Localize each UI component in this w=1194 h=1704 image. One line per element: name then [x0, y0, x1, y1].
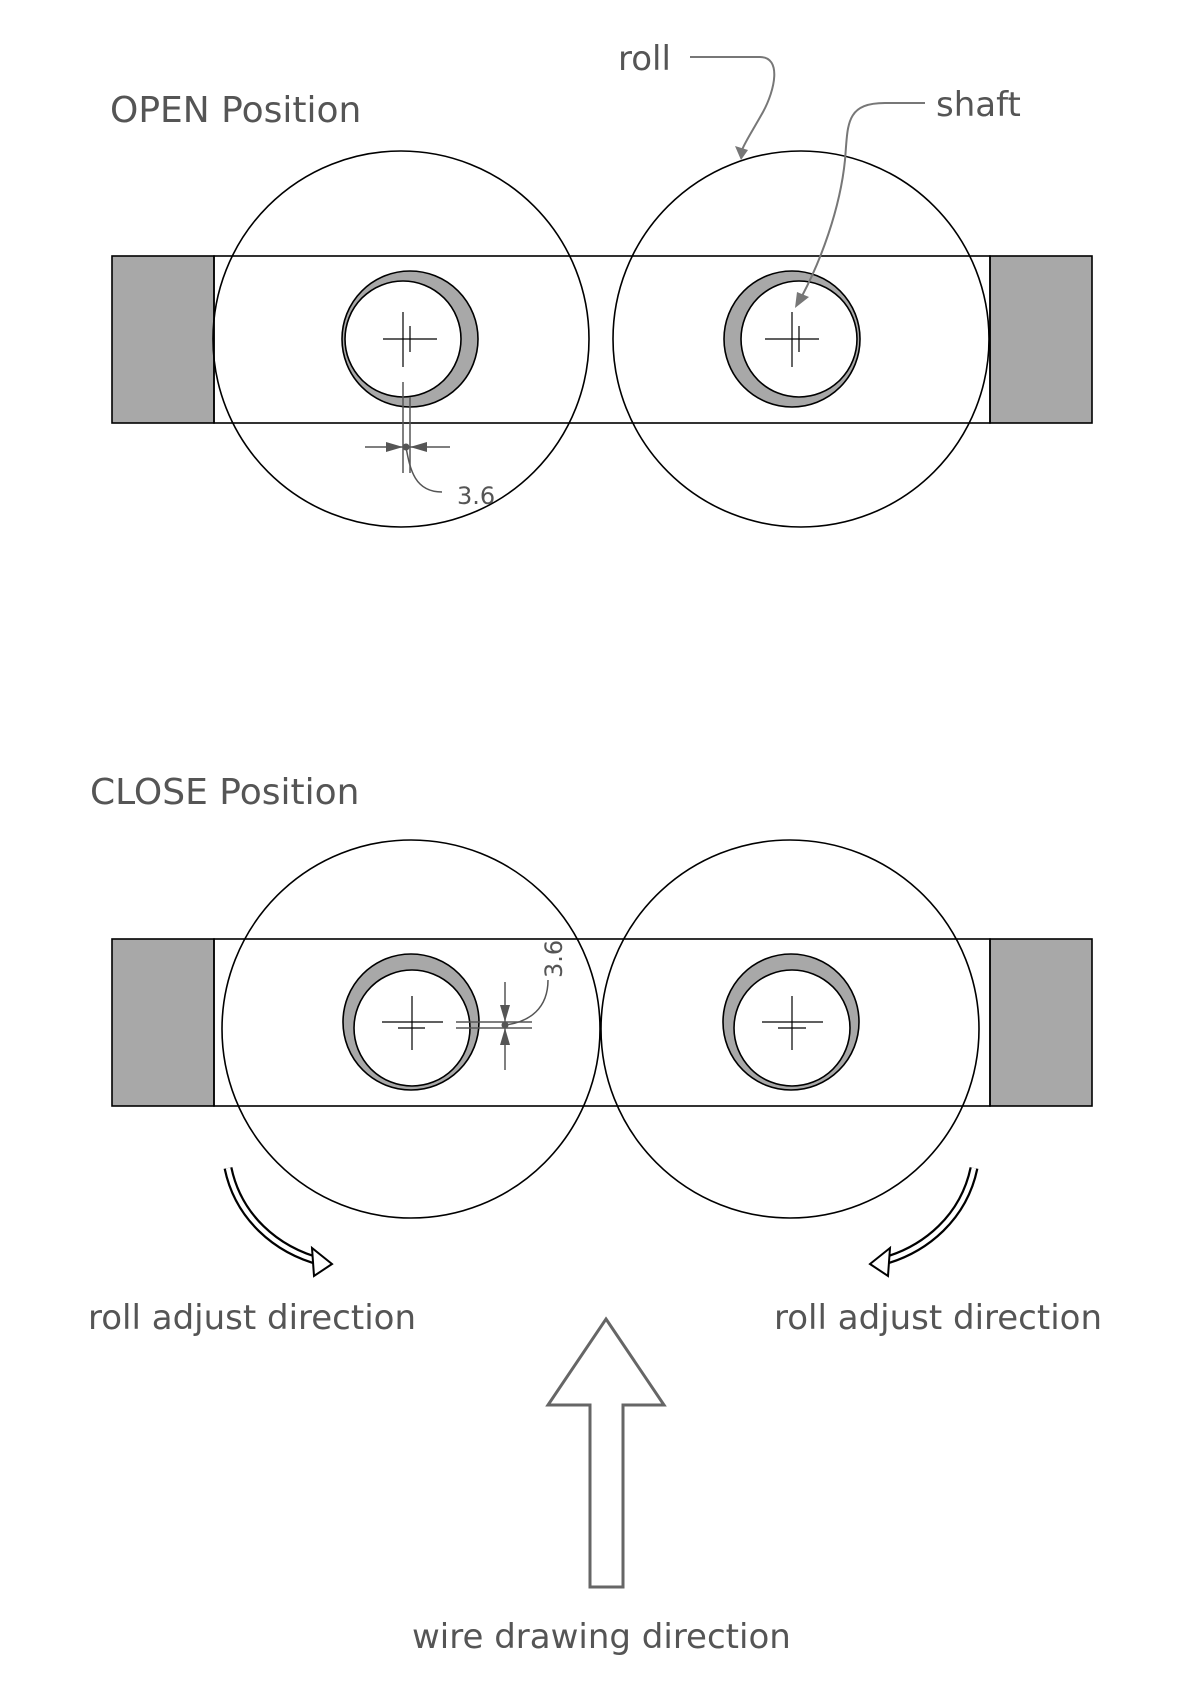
left-roll-close	[221, 839, 601, 1219]
right-housing-block-close	[989, 938, 1093, 1107]
close-position-group: CLOSE Position 3.6	[88, 772, 1102, 1657]
left-adjust-arrow-icon	[223, 1167, 334, 1278]
left-roll	[212, 150, 590, 528]
roll-frame	[213, 255, 991, 424]
close-offset-label: 3.6	[540, 940, 568, 978]
open-offset-dimension: 3.6	[365, 382, 495, 510]
roll-callout-label: roll	[618, 39, 671, 79]
shaft-callout: shaft	[795, 85, 1021, 308]
open-position-title: OPEN Position	[110, 90, 361, 131]
right-roll-close	[600, 839, 980, 1219]
left-roll-adjust-label: roll adjust direction	[88, 1298, 416, 1338]
right-adjust-arrow-icon	[868, 1167, 979, 1278]
roll-callout: roll	[618, 39, 776, 160]
wire-drawing-arrow-icon	[545, 1316, 667, 1589]
right-housing-block	[989, 255, 1093, 424]
close-position-title: CLOSE Position	[90, 772, 359, 813]
right-roll	[612, 150, 990, 528]
left-housing-block-close	[111, 938, 215, 1107]
left-housing-block	[111, 255, 215, 424]
shaft-callout-label: shaft	[936, 85, 1021, 125]
open-offset-label: 3.6	[457, 482, 495, 510]
wire-drawing-direction-label: wire drawing direction	[412, 1617, 791, 1657]
roll-frame-close	[213, 938, 991, 1107]
right-roll-adjust-label: roll adjust direction	[774, 1298, 1102, 1338]
close-offset-dimension: 3.6	[456, 940, 568, 1070]
open-position-group: OPEN Position 3.6	[110, 39, 1093, 528]
